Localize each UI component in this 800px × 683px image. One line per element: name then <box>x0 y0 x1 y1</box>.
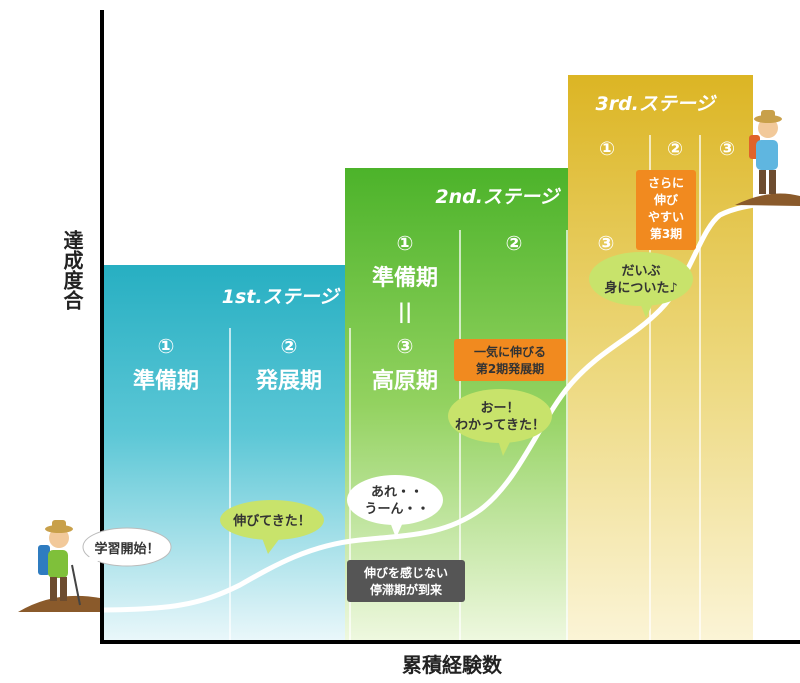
summit-ground <box>735 193 800 206</box>
phase-number: ① <box>397 231 414 255</box>
y-axis-label: 達成度合 <box>60 230 84 310</box>
second-growth-label: 一気に伸びる 第2期発展期 <box>454 339 566 381</box>
stagnation-line2: 停滞期が到来 <box>370 582 443 597</box>
third-growth-line2: 伸び <box>653 192 679 207</box>
phase-number: ① <box>158 334 175 358</box>
bubble-start: 学習開始！ <box>78 527 172 572</box>
hiker-start <box>38 520 81 606</box>
stagnation-line1: 伸びを感じない <box>363 565 448 580</box>
stage1-title: 1st.ステージ <box>222 286 341 308</box>
stage2-title: 2nd.ステージ <box>435 186 561 208</box>
stage3-title: 3rd.ステージ <box>595 93 717 115</box>
bubble-daibu: だいぶ 身についた♪ <box>589 252 693 318</box>
third-growth-line4: 第3期 <box>650 226 682 241</box>
growth-curve <box>92 197 793 613</box>
phase-label: 発展期 <box>255 369 322 394</box>
phase-label: 準備期 <box>372 265 438 291</box>
phase-number: ① <box>599 138 615 160</box>
phase-number: ③ <box>598 231 615 255</box>
phase-number: ③ <box>397 334 414 358</box>
bubble-oh: おー！ わかってきた！ <box>448 389 552 456</box>
equals-mark: || <box>398 299 413 323</box>
second-growth-line2: 第2期発展期 <box>476 361 544 376</box>
phase-number: ③ <box>719 138 735 160</box>
bubble-are: あれ・・ うーん・・ <box>347 475 443 538</box>
x-axis-label: 累積経験数 <box>402 653 503 677</box>
stagnation-label: 伸びを感じない 停滞期が到来 <box>347 560 465 602</box>
third-growth-line3: やすい <box>648 210 684 224</box>
bubble-growing-text: 伸びてきた！ <box>232 513 311 529</box>
phase-number: ② <box>506 231 523 255</box>
phase-number: ② <box>667 138 683 160</box>
start-ground <box>18 595 100 612</box>
bubble-daibu-line2: 身についた♪ <box>604 280 677 296</box>
bubble-growing: 伸びてきた！ <box>220 500 324 554</box>
bubble-oh-line2: わかってきた！ <box>455 418 545 433</box>
bubble-are-line2: うーん・・ <box>364 502 429 517</box>
phase-label: 準備期 <box>133 368 199 394</box>
bubble-start-text: 学習開始！ <box>94 541 159 557</box>
second-growth-line1: 一気に伸びる <box>474 344 546 359</box>
bubble-daibu-line1: だいぶ <box>621 264 660 279</box>
bubble-are-line1: あれ・・ <box>371 485 423 500</box>
phase-number: ② <box>281 334 298 358</box>
bubble-oh-line1: おー！ <box>480 401 519 416</box>
third-growth-label: さらに 伸び やすい 第3期 <box>636 170 696 250</box>
third-growth-line1: さらに <box>648 176 684 190</box>
phase-label: 高原期 <box>372 368 438 394</box>
hiker-summit <box>749 110 782 194</box>
